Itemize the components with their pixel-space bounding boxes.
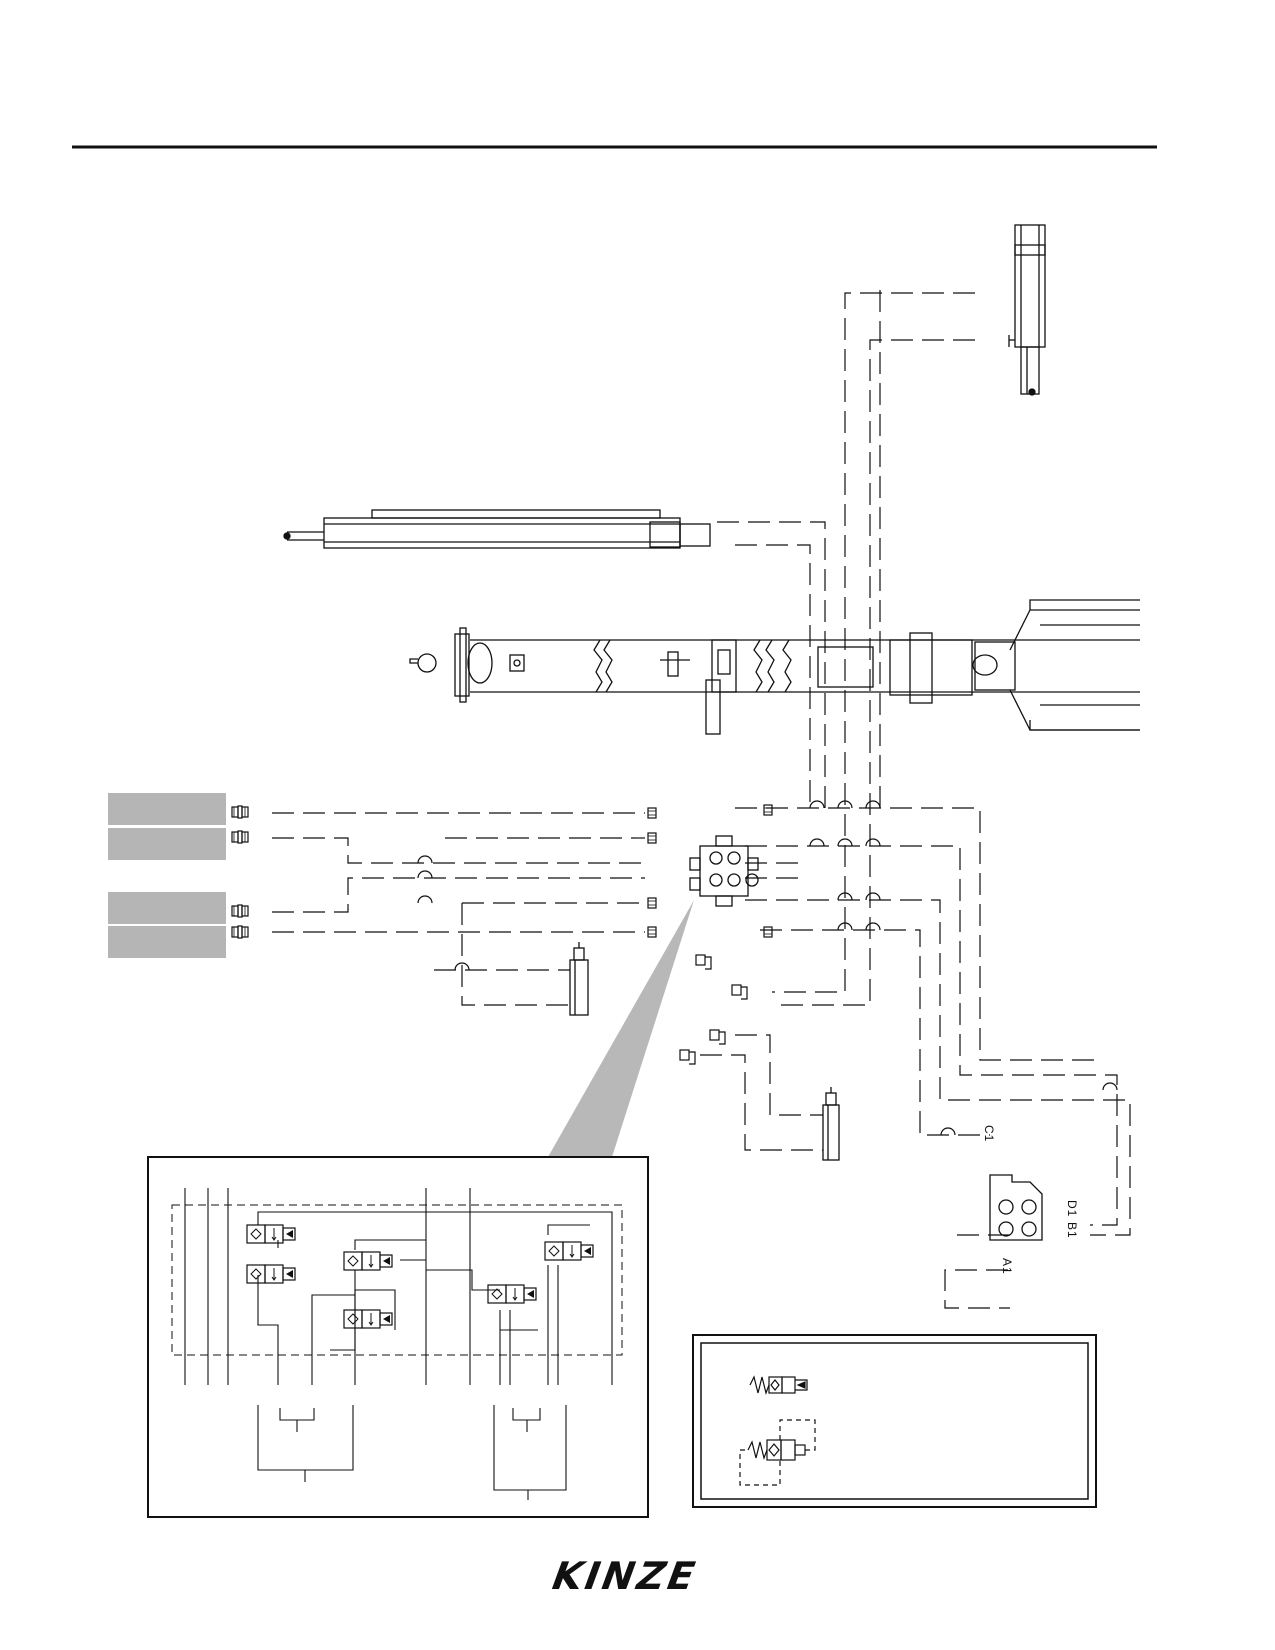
fitting-icon	[647, 926, 657, 938]
detail-callout-pointer	[548, 900, 694, 1157]
manifold-icon	[689, 835, 759, 907]
valve-detail-schematic	[147, 1156, 649, 1518]
elbow-fitting-icon	[731, 984, 748, 1000]
hose-crossings	[417, 800, 1118, 1136]
svg-text:KINZE: KINZE	[545, 1555, 705, 1599]
solenoid-valve-detail-symbol-icon	[739, 1419, 816, 1486]
solenoid-valve-symbol-icon	[749, 1375, 808, 1396]
fitting-icon	[763, 926, 773, 938]
fitting-icon	[647, 897, 657, 909]
port-block-icon	[989, 1174, 1043, 1241]
marker-cylinder	[283, 509, 711, 549]
fitting-icon	[647, 807, 657, 819]
elbow-fitting-icon	[679, 1049, 696, 1065]
label-box-1	[108, 793, 226, 825]
port-label-b1: B1	[1065, 1222, 1079, 1239]
coupler-icon	[231, 830, 249, 844]
port-label-c1: C1	[982, 1125, 996, 1142]
coupler-icon	[231, 925, 249, 939]
port-label-d1: D1	[1065, 1200, 1079, 1217]
lift-cylinder	[1008, 224, 1046, 396]
coupler-icon	[231, 904, 249, 918]
coupler-icon	[231, 805, 249, 819]
fitting-icon	[763, 804, 773, 816]
label-box-4	[108, 926, 226, 958]
kinze-logo: KINZE	[545, 1555, 705, 1599]
label-box-3	[108, 892, 226, 924]
hydraulic-hoses	[272, 290, 1131, 1309]
elbow-fitting-icon	[709, 1029, 726, 1045]
cylinder-icon	[569, 942, 840, 1161]
port-label-a1: A1	[1000, 1258, 1014, 1275]
frame-assembly	[409, 599, 1140, 735]
legend-box	[692, 1334, 1097, 1508]
elbow-fitting-icon	[695, 954, 712, 970]
label-box-2	[108, 828, 226, 860]
fitting-icon	[647, 832, 657, 844]
